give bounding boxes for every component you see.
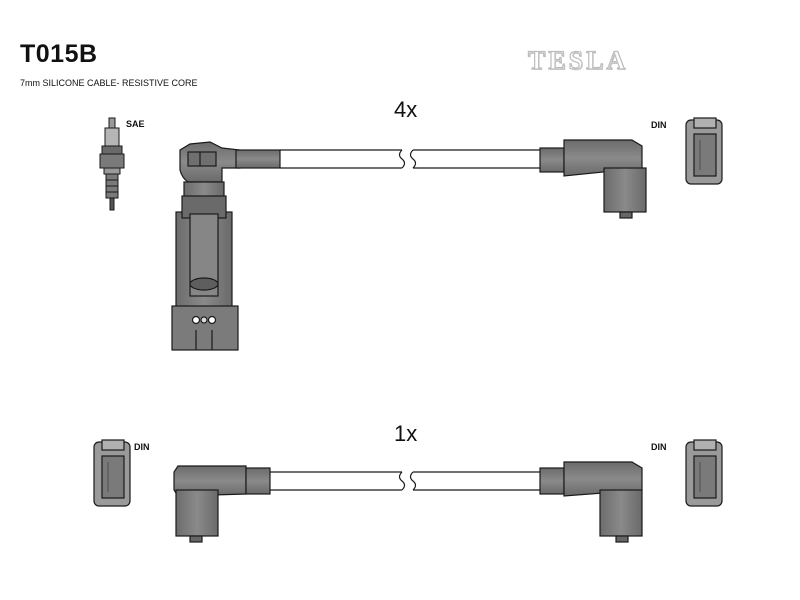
din-label-top: DIN xyxy=(651,120,667,130)
din-terminal-icon-bottom-left xyxy=(93,439,131,507)
plug-boot-top xyxy=(171,141,281,351)
quantity-label-top: 4x xyxy=(394,97,418,122)
coil-boot-bottom-left xyxy=(173,465,271,543)
ignition-cable-bottom xyxy=(270,471,540,491)
part-number-title: T015B xyxy=(20,40,98,68)
din-terminal-icon-bottom-right xyxy=(685,439,723,507)
coil-boot-bottom-right xyxy=(539,461,643,543)
coil-boot-top xyxy=(539,139,647,219)
din-label-bottom-right: DIN xyxy=(651,442,667,452)
cable-spec-subtitle: 7mm SILICONE CABLE- RESISTIVE CORE xyxy=(20,78,198,88)
din-label-bottom-left: DIN xyxy=(134,442,150,452)
brand-logo: TESLA xyxy=(527,45,629,75)
din-terminal-icon-top xyxy=(685,117,723,185)
spark-plug-icon xyxy=(99,117,125,211)
quantity-label-bottom: 1x xyxy=(394,421,418,446)
sae-label: SAE xyxy=(126,119,145,129)
ignition-cable-top xyxy=(280,149,540,169)
